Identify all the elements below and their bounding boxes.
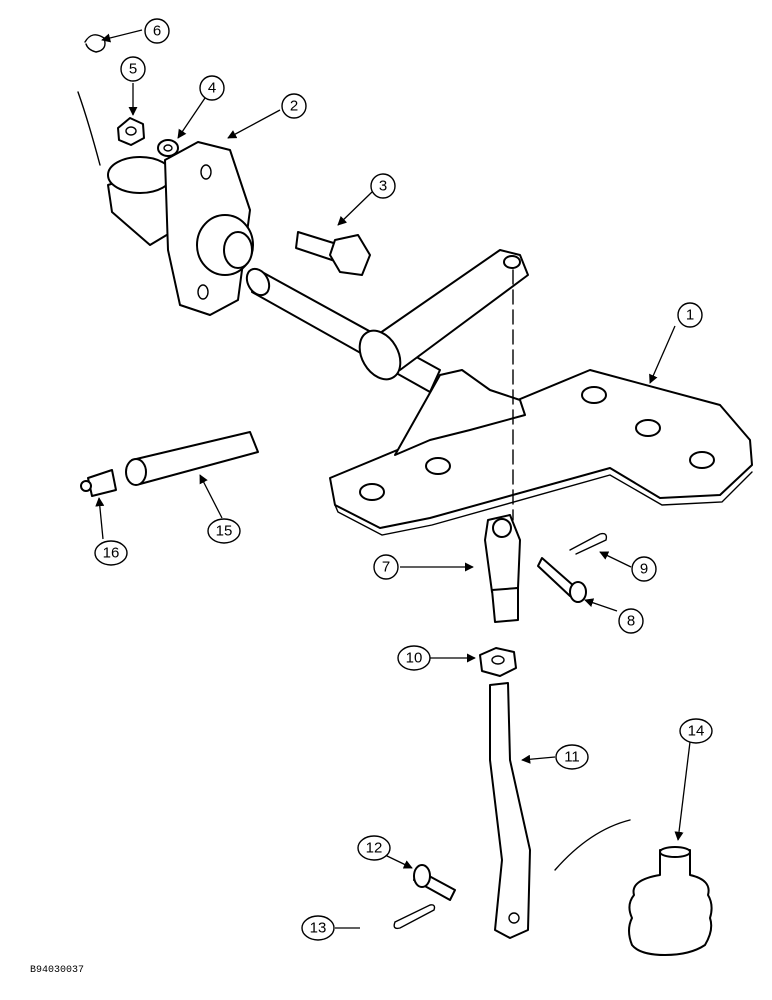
svg-text:14: 14: [688, 723, 705, 740]
assembly-curve-right: [554, 819, 631, 871]
callout-13: 13: [301, 915, 335, 941]
flanged-bushing: [107, 141, 254, 316]
callout-2: 2: [281, 93, 307, 119]
svg-text:15: 15: [216, 523, 233, 540]
cotter-pin-small: [393, 904, 436, 930]
svg-text:13: 13: [310, 920, 327, 937]
assembly-curve-left: [77, 91, 101, 166]
cotter-pin: [569, 532, 608, 555]
clevis-pin: [537, 557, 587, 603]
svg-text:6: 6: [153, 23, 161, 40]
svg-text:10: 10: [406, 650, 423, 667]
figure-id: B94030037: [30, 965, 84, 976]
callout-4: 4: [199, 75, 225, 101]
callout-16: 16: [94, 540, 128, 566]
bracket-plate: [329, 369, 753, 536]
callout-14: 14: [679, 718, 713, 744]
callout-7: 7: [373, 554, 399, 580]
washer: [157, 139, 179, 157]
bolt: [295, 231, 371, 276]
callout-5: 5: [120, 56, 146, 82]
svg-text:9: 9: [640, 561, 648, 578]
callouts: 1 2 3 4 5 6 7 8 9 10 11 12 13 14 15 16: [94, 18, 713, 941]
svg-text:1: 1: [686, 307, 694, 324]
jam-nut: [479, 647, 517, 677]
leader-lines: [95, 29, 691, 929]
svg-text:16: 16: [103, 545, 120, 562]
callout-15: 15: [207, 518, 241, 544]
svg-text:4: 4: [208, 80, 216, 97]
rod: [489, 682, 531, 939]
svg-text:5: 5: [129, 61, 137, 78]
svg-text:2: 2: [290, 98, 298, 115]
callout-1: 1: [677, 302, 703, 328]
snap-ring: [84, 34, 106, 53]
svg-text:8: 8: [627, 613, 635, 630]
callout-8: 8: [618, 608, 644, 634]
pin: [413, 864, 456, 901]
nut: [117, 117, 145, 146]
callout-9: 9: [631, 556, 657, 582]
tube: [125, 431, 259, 486]
callout-11: 11: [555, 744, 589, 770]
svg-text:3: 3: [379, 178, 387, 195]
callout-12: 12: [357, 835, 391, 861]
grease-fitting: [80, 469, 117, 497]
svg-text:12: 12: [366, 840, 383, 857]
callout-10: 10: [397, 645, 431, 671]
shaft-lever: [245, 249, 529, 521]
callout-6: 6: [144, 18, 170, 44]
boot: [628, 846, 713, 956]
svg-text:7: 7: [382, 559, 390, 576]
svg-text:11: 11: [564, 749, 580, 766]
clevis: [484, 514, 521, 623]
callout-3: 3: [370, 173, 396, 199]
